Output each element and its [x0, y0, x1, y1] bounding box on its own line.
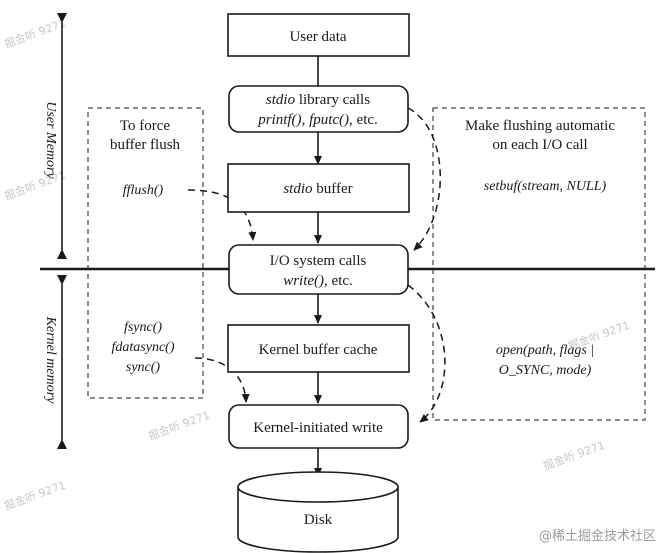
io-system-calls-box: [228, 244, 409, 295]
auto-flush-panel: [432, 107, 646, 421]
disk-label: Disk: [304, 512, 333, 528]
kernel-initiated-write-box: [228, 404, 409, 449]
watermark: 掘金听 9271: [2, 478, 67, 513]
watermark: 掘金听 9271: [146, 408, 211, 443]
auto-flush-title-line1: Make flushing automatic: [465, 118, 615, 134]
stdio-library-calls-examples: printf(), fputc(), etc.: [257, 112, 378, 128]
watermark: 掘金听 9271: [2, 16, 67, 51]
watermark: 掘金听 9271: [541, 438, 606, 473]
stdio-library-calls-label: stdio library calls: [266, 92, 370, 108]
stdio-buffer-box: [227, 163, 410, 213]
kernel-memory-label: Kernel memory: [43, 316, 58, 404]
setbuf-label: setbuf(stream, NULL): [484, 179, 607, 194]
setbuf-arrow: [407, 107, 441, 251]
sync-label: sync(): [126, 360, 161, 375]
force-flush-title-line1: To force: [120, 118, 171, 134]
force-flush-panel: [87, 107, 204, 399]
disk-icon: [237, 471, 399, 553]
user-data-label: User data: [289, 29, 346, 45]
stdio-buffer-label: stdio buffer: [283, 181, 352, 197]
user-data-box: [227, 13, 410, 57]
open-osync-label-line2: O_SYNC, mode): [499, 363, 592, 378]
open-osync-label-line1: open(path, flags |: [496, 343, 594, 358]
fdatasync-label: fdatasync(): [112, 340, 175, 355]
osync-arrow: [407, 284, 446, 423]
io-system-calls-label: I/O system calls: [270, 253, 367, 269]
fsync-label: fsync(): [124, 320, 162, 335]
force-flush-title-line2: buffer flush: [110, 137, 181, 153]
kernel-buffer-cache-label: Kernel buffer cache: [259, 342, 378, 358]
kernel-initiated-write-label: Kernel-initiated write: [253, 420, 383, 436]
user-memory-label: User Memory: [43, 101, 58, 179]
brand-watermark: @稀土掘金技术社区: [539, 528, 656, 544]
fflush-label: fflush(): [123, 183, 164, 198]
stdio-library-calls-box: [228, 85, 409, 133]
io-system-calls-examples: write(), etc.: [283, 273, 353, 289]
kernel-buffer-cache-box: [227, 324, 410, 373]
auto-flush-title-line2: on each I/O call: [492, 137, 587, 153]
